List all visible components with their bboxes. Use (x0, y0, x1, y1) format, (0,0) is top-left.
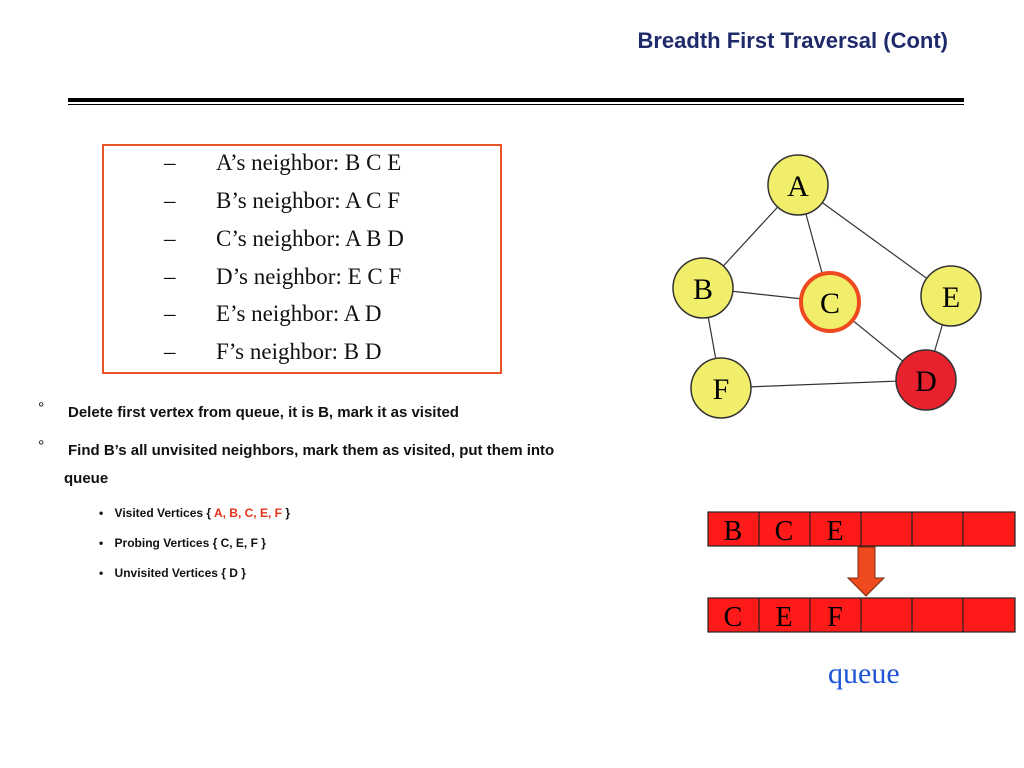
visited-vertices-item: • Visited Vertices { A, B, C, E, F } (99, 506, 290, 520)
queue-cell: C (724, 602, 743, 633)
neighbor-row-e: – E’s neighbor: A D (164, 301, 381, 337)
neighbor-row-f: – F’s neighbor: B D (164, 339, 381, 375)
step-item-2: ° Find B’s all unvisited neighbors, mark… (38, 438, 555, 459)
queue-cell: F (827, 602, 843, 633)
visited-label: Visited Vertices { (114, 506, 212, 520)
graph-node-b: B (672, 257, 734, 319)
probing-vertices-item: • Probing Vertices { C, E, F } (99, 536, 266, 550)
visited-values: A, B, C, E, F (213, 506, 282, 520)
neighbor-text: F’s neighbor: B D (216, 339, 382, 364)
probing-text: Probing Vertices { C, E, F } (114, 536, 266, 550)
step-item-1: ° Delete first vertex from queue, it is … (38, 400, 459, 421)
queue-cell: E (775, 602, 792, 633)
node-label: B (693, 273, 713, 306)
bullet-dot-icon: • (99, 566, 104, 580)
step-text-continued: queue (64, 470, 109, 487)
edge-f-d (720, 379, 927, 389)
dash-marker: – (164, 339, 176, 364)
title-divider-thin (68, 104, 964, 105)
edge-a-e (797, 184, 952, 297)
dash-marker: – (164, 226, 176, 251)
graph-node-d: D (895, 349, 957, 411)
title-divider-thick (68, 98, 964, 102)
queue-before: B C E (707, 511, 1016, 547)
neighbor-text: C’s neighbor: A B D (216, 226, 404, 251)
neighbor-list-box: – A’s neighbor: B C E – B’s neighbor: A C … (102, 144, 502, 374)
graph-node-e: E (920, 265, 982, 327)
queue-cell: E (826, 516, 843, 547)
dash-marker: – (164, 301, 176, 326)
node-label: F (713, 373, 730, 406)
node-label: A (787, 170, 809, 203)
queue-cell: B (724, 516, 743, 547)
neighbor-row-a: – A’s neighbor: B C E (164, 150, 401, 186)
neighbor-row-d: – D’s neighbor: E C F (164, 264, 401, 300)
step-text: Delete first vertex from queue, it is B,… (68, 404, 459, 421)
down-arrow-icon (846, 546, 886, 597)
neighbor-row-c: – C’s neighbor: A B D (164, 226, 404, 262)
dash-marker: – (164, 150, 176, 175)
graph-node-a: A (767, 154, 829, 216)
node-label: E (942, 281, 960, 314)
dash-marker: – (164, 264, 176, 289)
degree-bullet-icon: ° (38, 438, 45, 455)
bullet-dot-icon: • (99, 536, 104, 550)
graph-node-f: F (690, 357, 752, 419)
unvisited-vertices-item: • Unvisited Vertices { D } (99, 566, 246, 580)
neighbor-row-b: – B’s neighbor: A C F (164, 188, 400, 224)
graph-node-c: C (799, 271, 861, 333)
queue-after: C E F (707, 597, 1016, 633)
neighbor-text: D’s neighbor: E C F (216, 264, 402, 289)
neighbor-text: E’s neighbor: A D (216, 301, 382, 326)
node-label: C (820, 287, 840, 320)
unvisited-text: Unvisited Vertices { D } (114, 566, 246, 580)
bullet-dot-icon: • (99, 506, 104, 520)
node-label: D (915, 365, 937, 398)
degree-bullet-icon: ° (38, 400, 45, 417)
dash-marker: – (164, 188, 176, 213)
neighbor-text: B’s neighbor: A C F (216, 188, 401, 213)
visited-close: } (285, 506, 290, 520)
queue-label: queue (828, 657, 900, 690)
step-text: Find B’s all unvisited neighbors, mark t… (68, 442, 555, 459)
slide-title: Breadth First Traversal (Cont) (637, 28, 948, 53)
neighbor-text: A’s neighbor: B C E (216, 150, 402, 175)
queue-cell: C (775, 516, 794, 547)
